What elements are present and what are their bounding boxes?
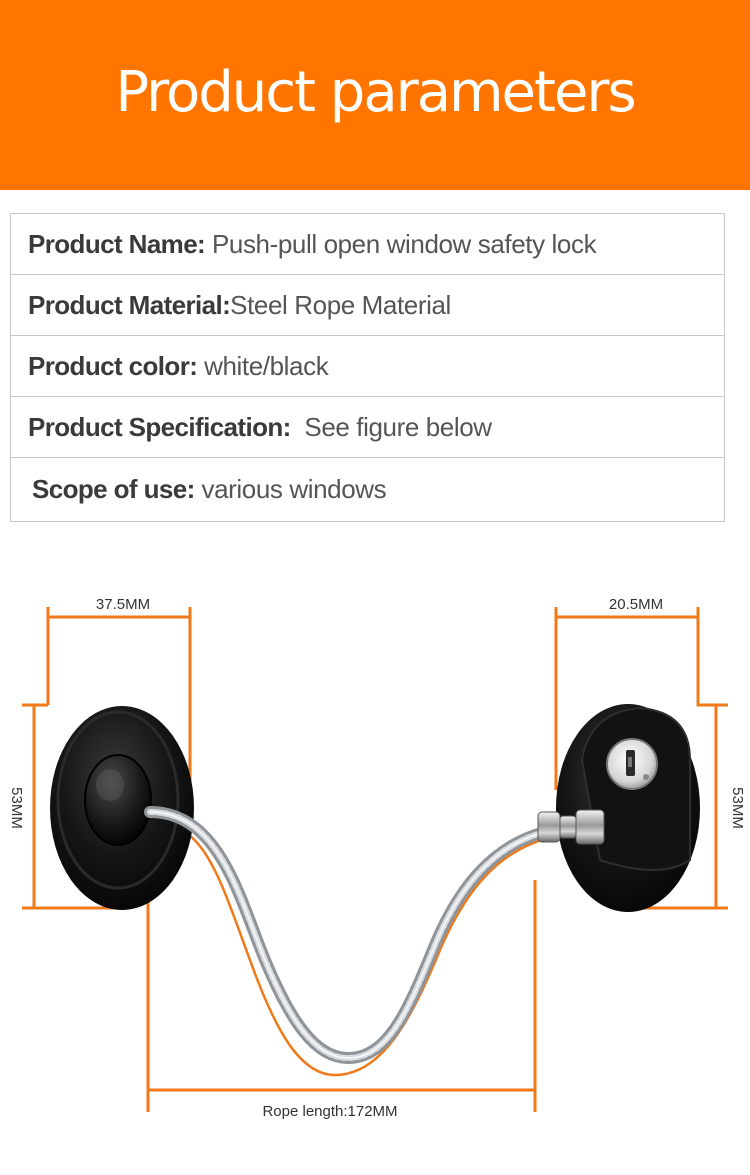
rope-outline-curve	[149, 820, 549, 1077]
steel-rope	[144, 806, 551, 1065]
spec-table: Product Name: Push-pull open window safe…	[10, 213, 725, 522]
spec-label: Scope of use:	[32, 474, 195, 504]
header-banner: Product parameters	[0, 0, 750, 190]
left-width-label: 37.5MM	[96, 596, 150, 613]
rope-length-label: Rope length:172MM	[262, 1103, 397, 1120]
product-dimension-diagram: 37.5MM 20.5MM 53MM 53MM Rope length:172M…	[8, 596, 746, 1120]
right-width-dimension-line	[554, 607, 728, 790]
spec-row-product-specification: Product Specification: See figure below	[11, 397, 724, 458]
spec-label: Product Name:	[28, 228, 206, 259]
right-height-label: 53MM	[729, 787, 746, 829]
right-width-label: 20.5MM	[609, 596, 663, 613]
spec-value: white/black	[197, 350, 329, 381]
left-height-dimension-line	[22, 705, 120, 910]
left-width-dimension-line	[46, 607, 192, 790]
spec-value: Steel Rope Material	[230, 289, 451, 320]
spec-row-product-color: Product color: white/black	[11, 336, 724, 397]
spec-value: Push-pull open window safety lock	[205, 228, 597, 259]
spec-value: various windows	[194, 474, 387, 504]
left-lock-plate	[50, 706, 194, 910]
spec-row-product-name: Product Name: Push-pull open window safe…	[11, 214, 724, 275]
spec-row-scope-of-use: Scope of use: various windows	[11, 458, 724, 521]
page-title: Product parameters	[115, 60, 636, 125]
left-height-label: 53MM	[8, 787, 25, 829]
rope-connector	[537, 809, 605, 845]
spec-label: Product Specification:	[28, 411, 291, 442]
knob-icon	[84, 754, 152, 846]
spec-label: Product color:	[28, 350, 198, 381]
spec-label: Product Material:	[28, 289, 231, 320]
right-lock-body	[537, 704, 700, 912]
spec-value: See figure below	[290, 411, 492, 442]
spec-row-product-material: Product Material:Steel Rope Material	[11, 275, 724, 336]
